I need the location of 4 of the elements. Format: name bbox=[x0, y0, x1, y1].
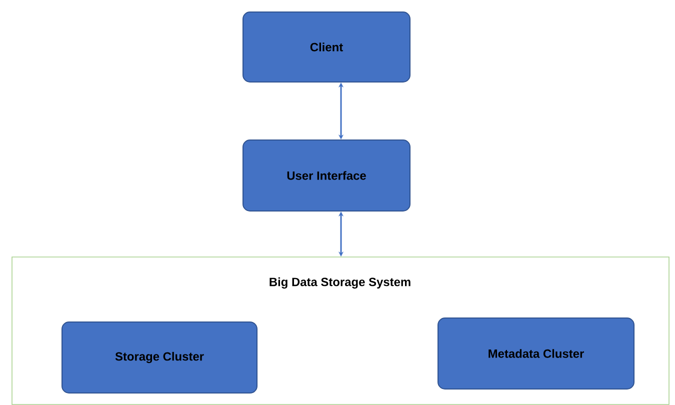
process-box: Storage Cluster bbox=[62, 322, 258, 394]
process-box: Metadata Cluster bbox=[438, 318, 634, 390]
process-box: User Interface bbox=[242, 140, 410, 212]
process-box: Client bbox=[242, 12, 410, 82]
